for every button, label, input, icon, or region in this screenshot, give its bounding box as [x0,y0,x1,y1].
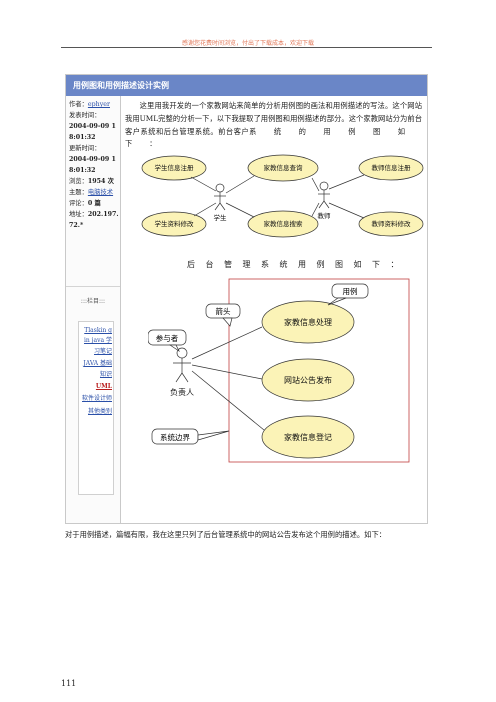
page-number: 111 [61,679,77,688]
usecase-tutor-query: 家教信息查询 [264,163,304,172]
actor-label-teacher: 教师 [318,211,332,220]
note-boundary-label: 系统边界 [160,432,190,442]
published-label: 发表时间： [69,112,101,119]
frontend-usecase-diagram: 学生信息注册 家教信息查询 教师信息注册 学生资料修改 家教信息搜索 教师资料修… [141,154,424,238]
backend-usecase-diagram: 家教信息处理 网站公告发布 家教信息登记 负责人 箭头 用例 参与者 系统边界 [148,278,410,463]
intro-text: 这里用我开发的一个家教网站来简单的分析用例图的画法和用例描述的写法。这个网站我用… [125,101,422,136]
intro-paragraph: 这里用我开发的一个家教网站来简单的分析用例图的画法和用例描述的写法。这个网站我用… [125,100,422,151]
usecase-student-edit: 学生资料修改 [155,219,195,228]
article-meta: 作者：ephyer 发表时间： 2004-09-09 18:01:32 更新时间… [69,99,119,231]
manager-actor [173,347,191,383]
note-arrow-label: 箭头 [216,306,231,316]
association-lines [191,326,265,431]
teacher-actor [318,181,330,209]
meta-sidebar: 作者：ephyer 发表时间： 2004-09-09 18:01:32 更新时间… [66,96,121,523]
usecase-ellipse [261,415,355,459]
category-link-other[interactable]: 其他类别 [87,407,112,415]
category-link-software-designer[interactable]: 软件设计师 [82,395,113,403]
author-link[interactable]: ephyer [87,101,110,108]
category-heading: :::栏目::: [80,298,106,305]
published-value: 2004-09-09 18:01:32 [69,123,116,141]
header-rule [61,47,432,48]
intro-tail: 系统的用例图如下： [125,126,423,149]
usecase-announcement-publish: 网站公告发布 [284,375,332,385]
address-value: 202.197.72.* [69,211,119,229]
comments-value: 0 篇 [87,200,101,207]
usecase-tutor-search: 家教信息搜索 [264,219,304,228]
updated-value: 2004-09-09 18:01:32 [69,156,116,174]
author-label: 作者： [69,101,88,108]
topic-label: 主题： [69,189,88,196]
sidebar-divider [66,286,120,287]
usecase-ellipse [261,300,355,344]
usecase-ellipse [358,155,424,181]
callout-usecase-note: 用例 [327,283,369,306]
usecase-ellipse [141,155,207,181]
note-actor-label: 参与者 [156,333,179,343]
actor-label-manager: 负责人 [170,387,194,397]
callout-actor-note: 参与者 [148,329,187,353]
category-link-uml[interactable]: UML [95,383,112,391]
views-label: 浏览： [69,178,88,185]
updated-label: 更新时间： [69,145,101,152]
usecase-ellipse [247,210,319,238]
usecase-tutor-process: 家教信息处理 [284,317,332,327]
usecase-teacher-register: 教师信息注册 [372,163,412,172]
system-boundary [228,278,410,463]
address-label: 地址： [69,211,88,218]
callout-boundary-note: 系统边界 [151,428,230,445]
download-banner: 感谢您花费时间浏览，付出了下载成本，欢迎下载 [181,40,314,47]
article-title: 用例图和用例描述设计实例 [66,75,427,96]
category-box: Tlaskin g in java 学习笔记 JAVA 基础知识 UML 软件设… [78,321,114,495]
category-link-java-notes[interactable]: Tlaskin g in java 学习笔记 [83,327,112,355]
comments-label: 评论： [69,200,88,207]
usecase-teacher-edit: 教师资料修改 [372,219,412,228]
category-link-java-basics[interactable]: JAVA 基础知识 [83,360,112,378]
topic-link[interactable]: 电脑技术 [87,189,114,196]
views-value: 1954 次 [87,178,114,185]
student-actor [214,183,226,211]
article-panel: 用例图和用例描述设计实例 作者：ephyer 发表时间： 2004-09-09 … [65,74,428,524]
usecase-ellipse [261,358,355,402]
actor-label-student: 学生 [214,213,228,222]
category-list: Tlaskin g in java 学习笔记 JAVA 基础知识 UML 软件设… [82,326,112,419]
usecase-description-intro: 对于用例描述，篇幅有限，我在这里只列了后台管理系统中的网站公告发布这个用例的描述… [65,530,387,539]
note-usecase-label: 用例 [343,286,358,296]
usecase-ellipse [358,211,424,237]
usecase-ellipse [141,211,207,237]
callout-arrow-note: 箭头 [205,303,241,327]
usecase-ellipse [247,154,319,182]
usecase-student-register: 学生信息注册 [155,163,195,172]
association-lines [190,174,365,219]
backend-caption: 后台管理系统用例图如下： [187,260,409,269]
usecase-tutor-register: 家教信息登记 [284,432,332,442]
